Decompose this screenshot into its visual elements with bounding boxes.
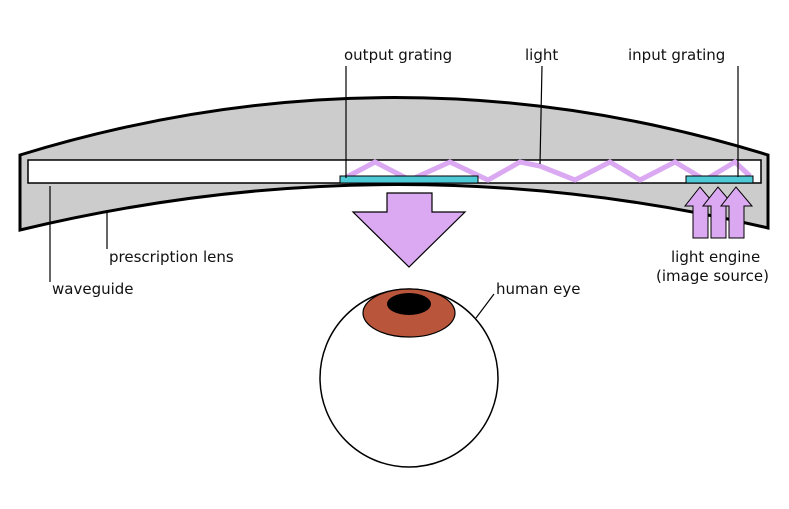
waveguide-label: waveguide bbox=[52, 280, 134, 298]
human-eye-shape bbox=[319, 288, 499, 468]
output-grating-label: output grating bbox=[344, 46, 452, 64]
light-engine-arrows-icon bbox=[683, 186, 754, 239]
prescription-lens-label: prescription lens bbox=[109, 248, 234, 266]
leader-lines bbox=[49, 65, 739, 319]
light-engine-label: light engine bbox=[671, 248, 760, 266]
input-grating-shape bbox=[685, 175, 754, 184]
image-source-label: (image source) bbox=[656, 267, 769, 285]
down-arrow-icon bbox=[351, 192, 467, 268]
input-grating-label: input grating bbox=[628, 46, 725, 64]
light-label: light bbox=[525, 46, 558, 64]
output-grating-shape bbox=[339, 175, 479, 184]
human-eye-label: human eye bbox=[496, 280, 580, 298]
